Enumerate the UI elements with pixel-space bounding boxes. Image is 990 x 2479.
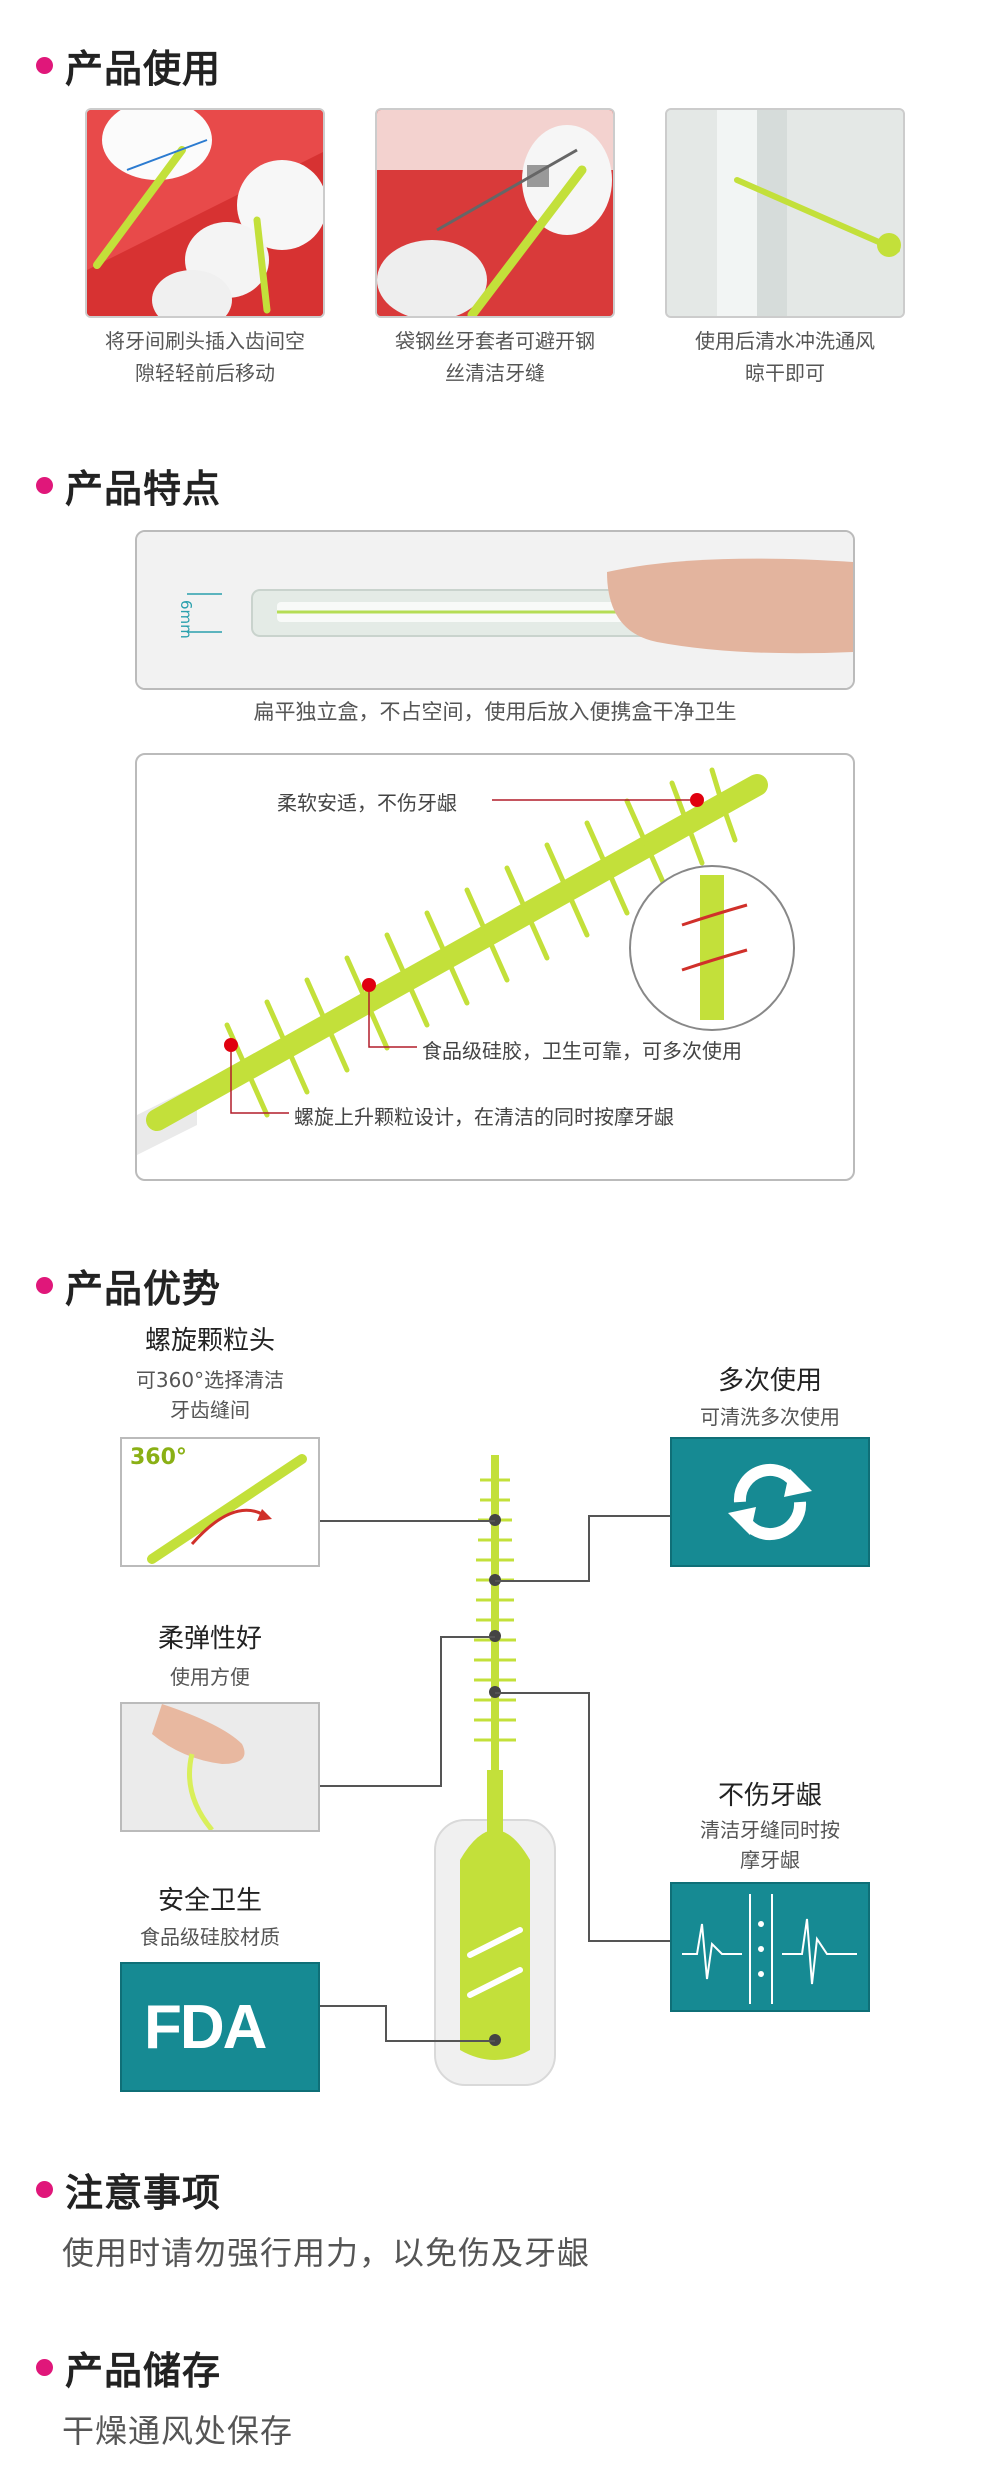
- adv-elastic-image: [120, 1702, 320, 1832]
- flat-case-illustration: [137, 532, 853, 688]
- usage-photo-braces: [375, 108, 615, 318]
- section-title: 产品使用: [65, 47, 222, 91]
- refresh-icon: [728, 1463, 812, 1541]
- connector-line: [588, 1515, 670, 1517]
- connector-line: [440, 1636, 495, 1638]
- caption-text: 使用后清水冲洗通风 晾干即可: [695, 329, 875, 385]
- connector-line: [320, 2005, 385, 2007]
- brush-head-illustration: [137, 767, 795, 1155]
- flat-case-image: 6mm: [135, 530, 855, 690]
- adv-elastic-desc: 使用方便: [170, 1665, 250, 1689]
- section-usage-heading: 产品使用: [36, 38, 221, 93]
- callout-silicone: 食品级硅胶，卫生可靠，可多次使用: [422, 1039, 742, 1063]
- usage-illustration-rinse: [667, 110, 903, 316]
- section-advantages-heading: 产品优势: [36, 1258, 221, 1313]
- adv-gentle-desc: 清洁牙缝同时按 摩牙龈: [660, 1815, 880, 1875]
- bullet-dot: [36, 1277, 53, 1294]
- connector-line: [320, 1785, 440, 1787]
- fda-logo: FDA: [144, 1993, 267, 2062]
- connector-line: [320, 1520, 495, 1522]
- connector-line: [588, 1692, 590, 1942]
- size-label: 6mm: [177, 600, 195, 639]
- connector-line: [440, 1636, 442, 1787]
- spiral-head-icon: [147, 1454, 307, 1564]
- bullet-dot: [36, 2181, 53, 2198]
- usage-photo-rinse: [665, 108, 905, 318]
- section-title: 注意事项: [65, 2171, 222, 2215]
- adv-gentle-desc-text: 清洁牙缝同时按 摩牙龈: [700, 1818, 840, 1872]
- adv-spiral-image: 360°: [120, 1437, 320, 1567]
- usage-illustration-braces: [377, 110, 613, 316]
- connector-line: [495, 1580, 590, 1582]
- usage-caption-3: 使用后清水冲洗通风 晾干即可: [652, 325, 918, 389]
- bullet-dot: [36, 2359, 53, 2376]
- adv-spiral-title: 螺旋颗粒头: [144, 1326, 275, 1356]
- connector-line: [385, 2040, 495, 2042]
- adv-spiral-desc-text: 可360°选择清洁 牙齿缝间: [135, 1368, 285, 1422]
- finger-bend-icon: [122, 1704, 318, 1830]
- adv-safe-title: 安全卫生: [157, 1886, 262, 1916]
- adv-safe-image: FDA: [120, 1962, 320, 2092]
- adv-reuse-image: [670, 1437, 870, 1567]
- connector-line: [588, 1940, 670, 1942]
- usage-caption-2: 袋钢丝牙套者可避开钢 丝清洁牙缝: [362, 325, 628, 389]
- connector-line: [495, 1692, 590, 1694]
- connector-line: [385, 2005, 387, 2042]
- connector-line: [588, 1515, 590, 1582]
- usage-photo-insert: [85, 108, 325, 318]
- gum-wave-icon: [682, 1894, 857, 2004]
- brush-product-illustration: [434, 1455, 556, 2086]
- adv-gentle-title: 不伤牙龈: [717, 1781, 822, 1811]
- section-storage-heading: 产品储存: [36, 2340, 221, 2395]
- storage-text: 干燥通风处保存: [62, 2412, 294, 2450]
- adv-gentle-image: [670, 1882, 870, 2012]
- flat-case-caption: 扁平独立盒，不占空间，使用后放入便携盒干净卫生: [253, 700, 737, 724]
- adv-360-badge: 360°: [130, 1445, 187, 1470]
- adv-spiral-desc: 可360°选择清洁 牙齿缝间: [100, 1365, 320, 1425]
- adv-safe-desc: 食品级硅胶材质: [140, 1925, 280, 1949]
- section-notice-heading: 注意事项: [36, 2162, 221, 2217]
- section-features-heading: 产品特点: [36, 458, 221, 513]
- usage-illustration-teeth: [87, 110, 323, 316]
- callout-soft: 柔软安适，不伤牙龈: [277, 791, 457, 815]
- caption-text: 将牙间刷头插入齿间空 隙轻轻前后移动: [105, 329, 305, 385]
- section-title: 产品特点: [65, 467, 222, 511]
- bullet-dot: [36, 57, 53, 74]
- adv-reuse-title: 多次使用: [717, 1366, 822, 1396]
- section-title: 产品储存: [65, 2349, 222, 2393]
- brush-detail-image: 柔软安适，不伤牙龈 食品级硅胶，卫生可靠，可多次使用 螺旋上升颗粒设计，在清洁的…: [135, 753, 855, 1181]
- callout-spiral: 螺旋上升颗粒设计，在清洁的同时按摩牙龈: [294, 1105, 674, 1129]
- adv-elastic-title: 柔弹性好: [157, 1624, 262, 1654]
- section-title: 产品优势: [65, 1267, 222, 1311]
- usage-caption-1: 将牙间刷头插入齿间空 隙轻轻前后移动: [72, 325, 338, 389]
- notice-text: 使用时请勿强行用力，以免伤及牙龈: [62, 2234, 591, 2272]
- bullet-dot: [36, 477, 53, 494]
- adv-reuse-desc: 可清洗多次使用: [700, 1405, 840, 1429]
- caption-text: 袋钢丝牙套者可避开钢 丝清洁牙缝: [395, 329, 595, 385]
